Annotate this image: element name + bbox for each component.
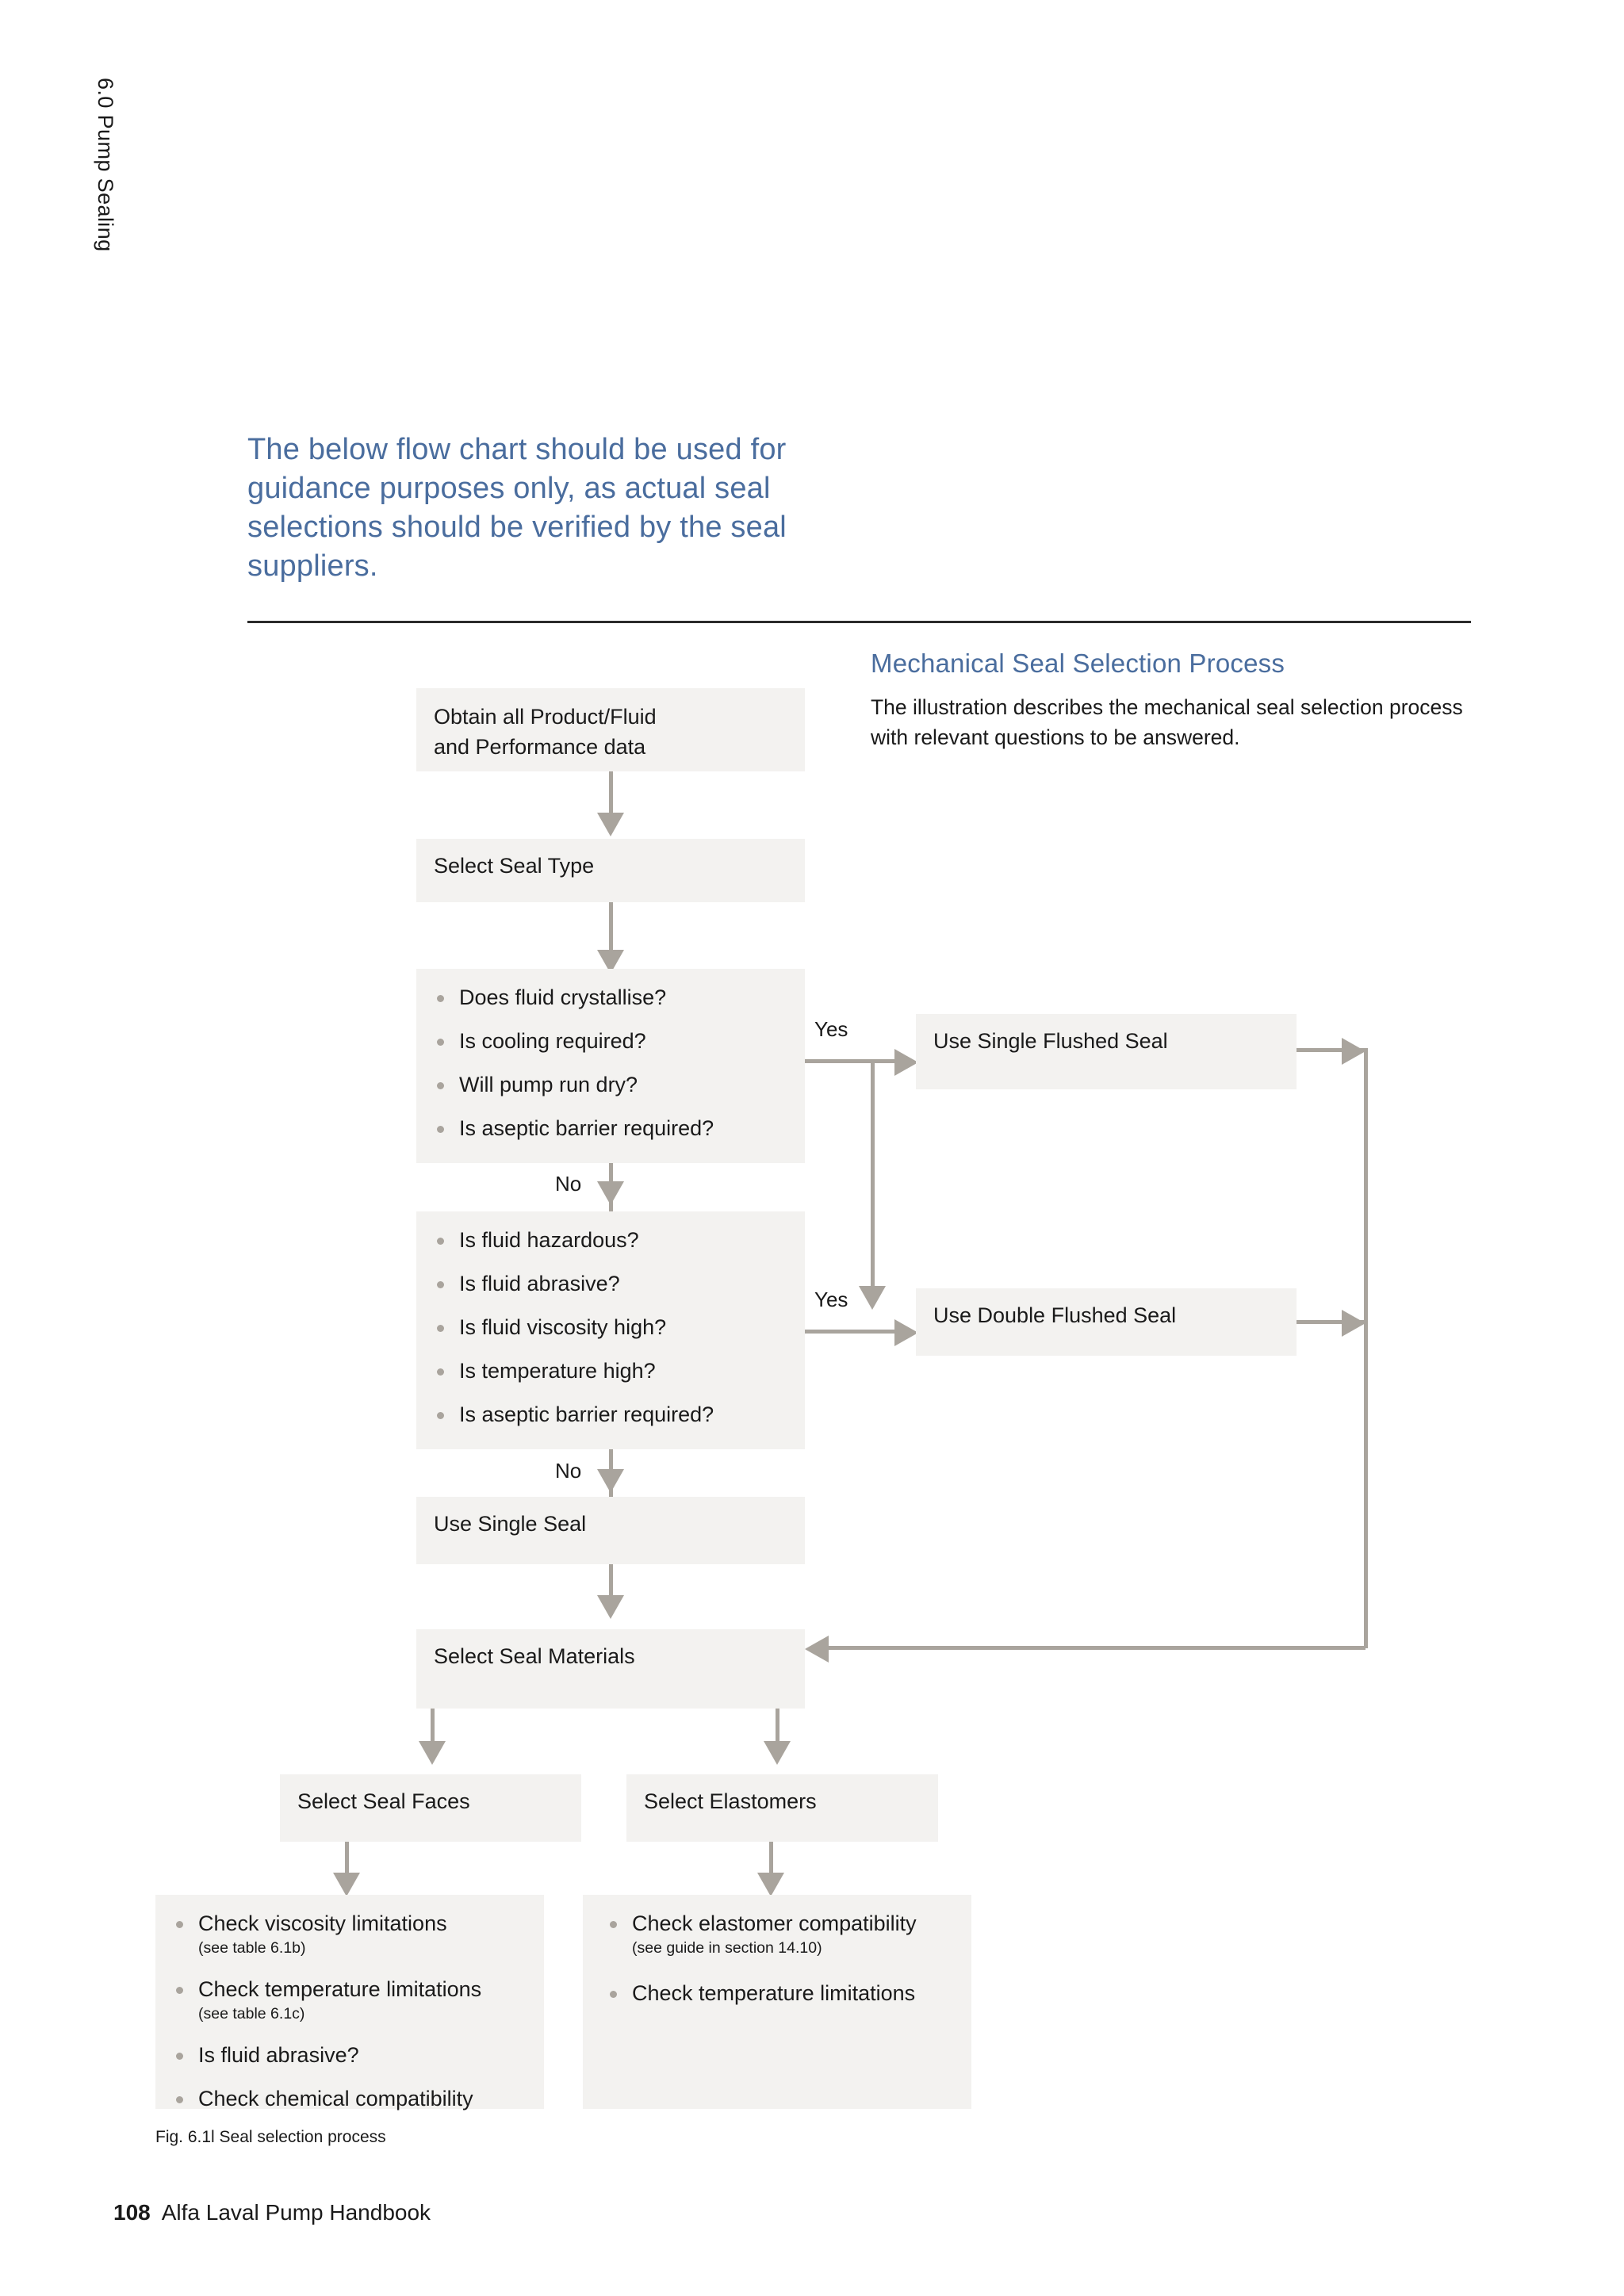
elastomer-check-list: Check elastomer compatibility(see guide … [607,1911,960,2024]
connector-double-flushed-to-return [1297,1320,1368,1324]
bullet-icon [437,995,444,1002]
flow-box-questions-primary: Does fluid crystallise? Is cooling requi… [416,969,805,1163]
list-item: Is fluid abrasive? [173,2042,533,2068]
list-item: Is fluid viscosity high? [434,1314,794,1340]
flow-box-select-seal-materials: Select Seal Materials [416,1629,805,1709]
arrow-down-icon [597,1469,624,1493]
bullet-icon [437,1238,444,1245]
edge-label-no-1: No [555,1172,582,1196]
list-item: Is aseptic barrier required? [434,1115,794,1141]
list-item: Is cooling required? [434,1028,794,1054]
bullet-icon [610,1991,617,1998]
connector-elastomers-to-checks [769,1842,773,1885]
list-item: Will pump run dry? [434,1072,794,1097]
flow-box-select-seal-type: Select Seal Type [416,839,805,902]
arrow-left-icon [805,1636,829,1663]
connector-seal-type-to-q1 [609,902,613,958]
bullet-icon [437,1039,444,1046]
bullet-icon [176,1921,183,1928]
right-column-body: The illustration describes the mechanica… [871,695,1463,749]
right-column-title: Mechanical Seal Selection Process [871,649,1285,678]
arrow-right-icon [1342,1310,1365,1337]
flow-box-use-single-seal: Use Single Seal [416,1497,805,1564]
flow-box-select-elastomers: Select Elastomers [626,1774,938,1842]
edge-label-yes-2: Yes [814,1288,848,1311]
figure-caption: Fig. 6.1l Seal selection process [155,2128,386,2146]
page-number: 108 [113,2200,151,2225]
list-item: Is aseptic barrier required? [434,1402,794,1427]
flow-box-elastomer-checks: Check elastomer compatibility(see guide … [583,1895,971,2109]
connector-yes-single-flushed [805,1059,908,1063]
flow-box-double-flushed-seal: Use Double Flushed Seal [916,1288,1297,1356]
list-item: Check elastomer compatibility(see guide … [607,1911,960,1958]
running-head: 6.0 Pump Sealing [94,78,117,252]
arrow-right-icon [894,1049,918,1076]
footer-title: Alfa Laval Pump Handbook [161,2200,431,2225]
bullet-icon [610,1921,617,1928]
connector-materials-to-elastomers [776,1709,779,1752]
list-item: Check temperature limitations(see table … [173,1976,533,2024]
connector-yes-double-flushed [805,1330,908,1334]
list-item: Is fluid abrasive? [434,1271,794,1296]
bullet-icon [176,2053,183,2060]
arrow-down-icon [333,1873,360,1896]
question-list-primary: Does fluid crystallise? Is cooling requi… [434,985,794,1159]
bullet-icon [437,1082,444,1089]
flow-box-questions-secondary: Is fluid hazardous? Is fluid abrasive? I… [416,1211,805,1449]
section-divider [247,621,1471,623]
list-item: Check viscosity limitations(see table 6.… [173,1911,533,1958]
edge-label-yes-1: Yes [814,1017,848,1041]
bullet-icon [437,1126,444,1133]
arrow-down-icon [764,1741,791,1765]
page-footer: 108 Alfa Laval Pump Handbook [113,2200,431,2225]
bullet-icon [437,1325,444,1332]
list-item: Does fluid crystallise? [434,985,794,1010]
arrow-down-icon [597,813,624,836]
connector-faces-to-checks [345,1842,349,1885]
arrow-down-icon [419,1741,446,1765]
connector-yes-bridge [871,1059,875,1297]
bullet-icon [437,1412,444,1419]
arrow-down-icon [757,1873,784,1896]
question-list-secondary: Is fluid hazardous? Is fluid abrasive? I… [434,1227,794,1445]
intro-paragraph: The below flow chart should be used for … [247,433,787,583]
connector-obtain-to-seal-type [609,771,613,819]
bullet-icon [176,1987,183,1994]
bullet-icon [437,1368,444,1376]
list-item: Is temperature high? [434,1358,794,1383]
flow-box-obtain-data: Obtain all Product/Fluid and Performance… [416,688,805,771]
bullet-icon [176,2096,183,2103]
list-item: Check chemical compatibility [173,2086,533,2111]
list-item: Check temperature limitations [607,1980,960,2006]
arrow-right-icon [894,1319,918,1346]
arrow-down-icon [597,1595,624,1619]
edge-label-no-2: No [555,1459,582,1483]
bullet-icon [437,1281,444,1288]
list-item: Is fluid hazardous? [434,1227,794,1253]
connector-single-seal-to-materials [609,1564,613,1605]
flow-box-select-seal-faces: Select Seal Faces [280,1774,581,1842]
connector-single-flushed-to-return [1297,1048,1368,1052]
connector-materials-to-faces [431,1709,435,1752]
flow-box-seal-face-checks: Check viscosity limitations(see table 6.… [155,1895,544,2110]
arrow-down-icon [859,1286,886,1310]
flow-box-single-flushed-seal: Use Single Flushed Seal [916,1014,1297,1089]
arrow-down-icon [597,1181,624,1205]
connector-return-vertical [1364,1048,1368,1648]
arrow-right-icon [1342,1038,1365,1065]
seal-face-check-list: Check viscosity limitations(see table 6.… [173,1911,533,2130]
connector-return-horizontal [817,1646,1365,1650]
